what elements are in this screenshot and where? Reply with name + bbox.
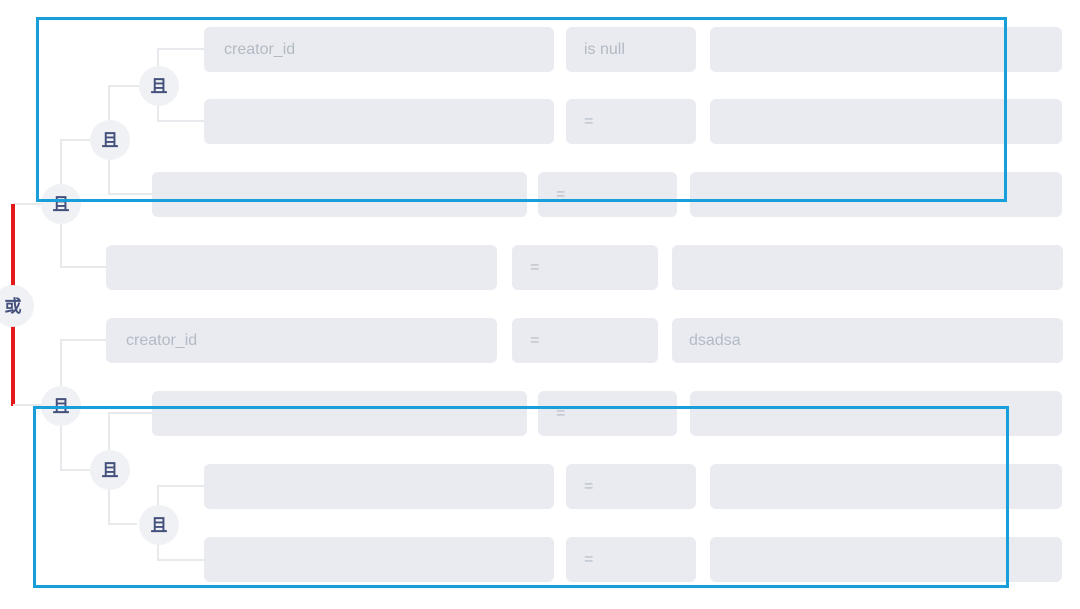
operator-select[interactable]: =	[566, 464, 696, 509]
value-input[interactable]: dsadsa	[672, 318, 1063, 363]
logic-node-or[interactable]: 或	[0, 285, 34, 327]
value-input[interactable]	[710, 27, 1062, 72]
connector-line	[157, 104, 204, 122]
and-label: 且	[150, 515, 168, 535]
field-select[interactable]: creator_id	[204, 27, 554, 72]
operator-select[interactable]: =	[566, 99, 696, 144]
and-label: 且	[101, 460, 119, 480]
and-label: 且	[150, 76, 168, 96]
field-select[interactable]	[204, 537, 554, 582]
connector-line	[13, 404, 43, 406]
condition-row: =	[0, 172, 1080, 217]
logic-node-and[interactable]: 且	[139, 505, 179, 545]
connector-line	[13, 203, 43, 205]
value-input[interactable]	[672, 245, 1063, 290]
condition-row: =	[0, 464, 1080, 509]
condition-row: =	[0, 537, 1080, 582]
condition-row: creator_id = dsadsa	[0, 318, 1080, 363]
operator-select[interactable]: =	[512, 245, 658, 290]
field-select[interactable]	[204, 464, 554, 509]
connector-line	[60, 223, 106, 268]
connector-line	[60, 139, 90, 185]
connector-line	[157, 48, 204, 67]
connector-line	[157, 542, 204, 561]
field-select[interactable]	[152, 172, 527, 217]
logic-node-and[interactable]: 且	[41, 184, 81, 224]
field-select[interactable]: creator_id	[106, 318, 497, 363]
or-label: 或	[4, 296, 22, 316]
connector-line	[60, 425, 90, 471]
logic-node-and[interactable]: 且	[90, 450, 130, 490]
value-input[interactable]	[710, 537, 1062, 582]
field-select[interactable]	[152, 391, 527, 436]
condition-row: =	[0, 245, 1080, 290]
and-label: 且	[101, 130, 119, 150]
connector-line	[157, 485, 204, 505]
operator-select[interactable]: =	[512, 318, 658, 363]
value-input[interactable]	[690, 391, 1062, 436]
condition-row: creator_id is null	[0, 27, 1080, 72]
connector-line	[108, 159, 152, 195]
connector-line	[108, 489, 137, 525]
connector-line	[60, 339, 106, 386]
connector-line	[108, 85, 139, 121]
operator-select[interactable]: is null	[566, 27, 696, 72]
value-input[interactable]	[710, 99, 1062, 144]
value-input[interactable]	[690, 172, 1062, 217]
logic-node-and[interactable]: 且	[90, 120, 130, 160]
operator-select[interactable]: =	[538, 391, 677, 436]
operator-select[interactable]: =	[538, 172, 677, 217]
and-label: 且	[52, 396, 70, 416]
logic-node-and[interactable]: 且	[41, 386, 81, 426]
and-label: 且	[52, 194, 70, 214]
condition-row: =	[0, 391, 1080, 436]
value-input[interactable]	[710, 464, 1062, 509]
connector-line	[108, 412, 152, 450]
field-select[interactable]	[204, 99, 554, 144]
field-select[interactable]	[106, 245, 497, 290]
condition-row: =	[0, 99, 1080, 144]
logic-node-and[interactable]: 且	[139, 66, 179, 106]
operator-select[interactable]: =	[566, 537, 696, 582]
